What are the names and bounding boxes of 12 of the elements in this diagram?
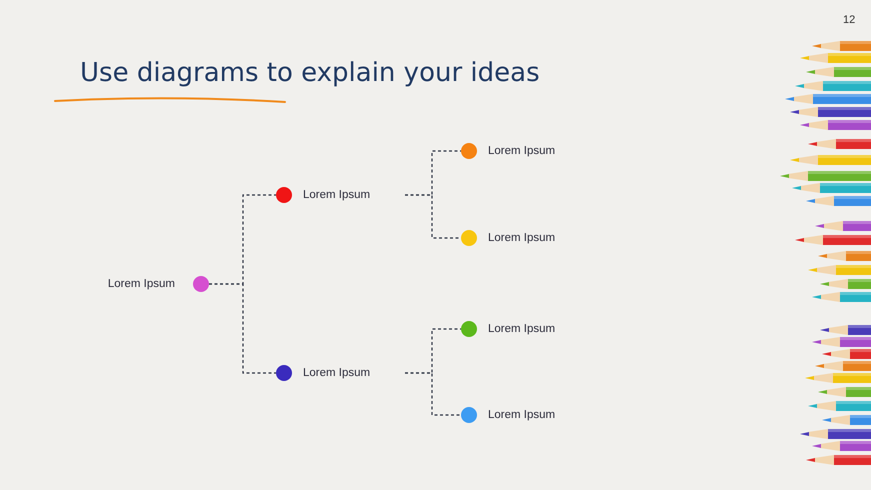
slide-title: Use diagrams to explain your ideas bbox=[80, 58, 540, 88]
connector-line bbox=[405, 194, 461, 239]
node-label: Lorem Ipsum bbox=[488, 409, 556, 421]
connector-line bbox=[209, 283, 276, 374]
connector-line bbox=[405, 372, 461, 416]
node-label: Lorem Ipsum bbox=[488, 232, 556, 244]
node-label: Lorem Ipsum bbox=[303, 367, 370, 379]
page-number: 12 bbox=[843, 14, 856, 26]
node-label: Lorem Ipsum bbox=[108, 278, 175, 290]
node-label: Lorem Ipsum bbox=[303, 189, 370, 201]
node-label: Lorem Ipsum bbox=[488, 145, 556, 157]
node-label: Lorem Ipsum bbox=[488, 323, 556, 335]
